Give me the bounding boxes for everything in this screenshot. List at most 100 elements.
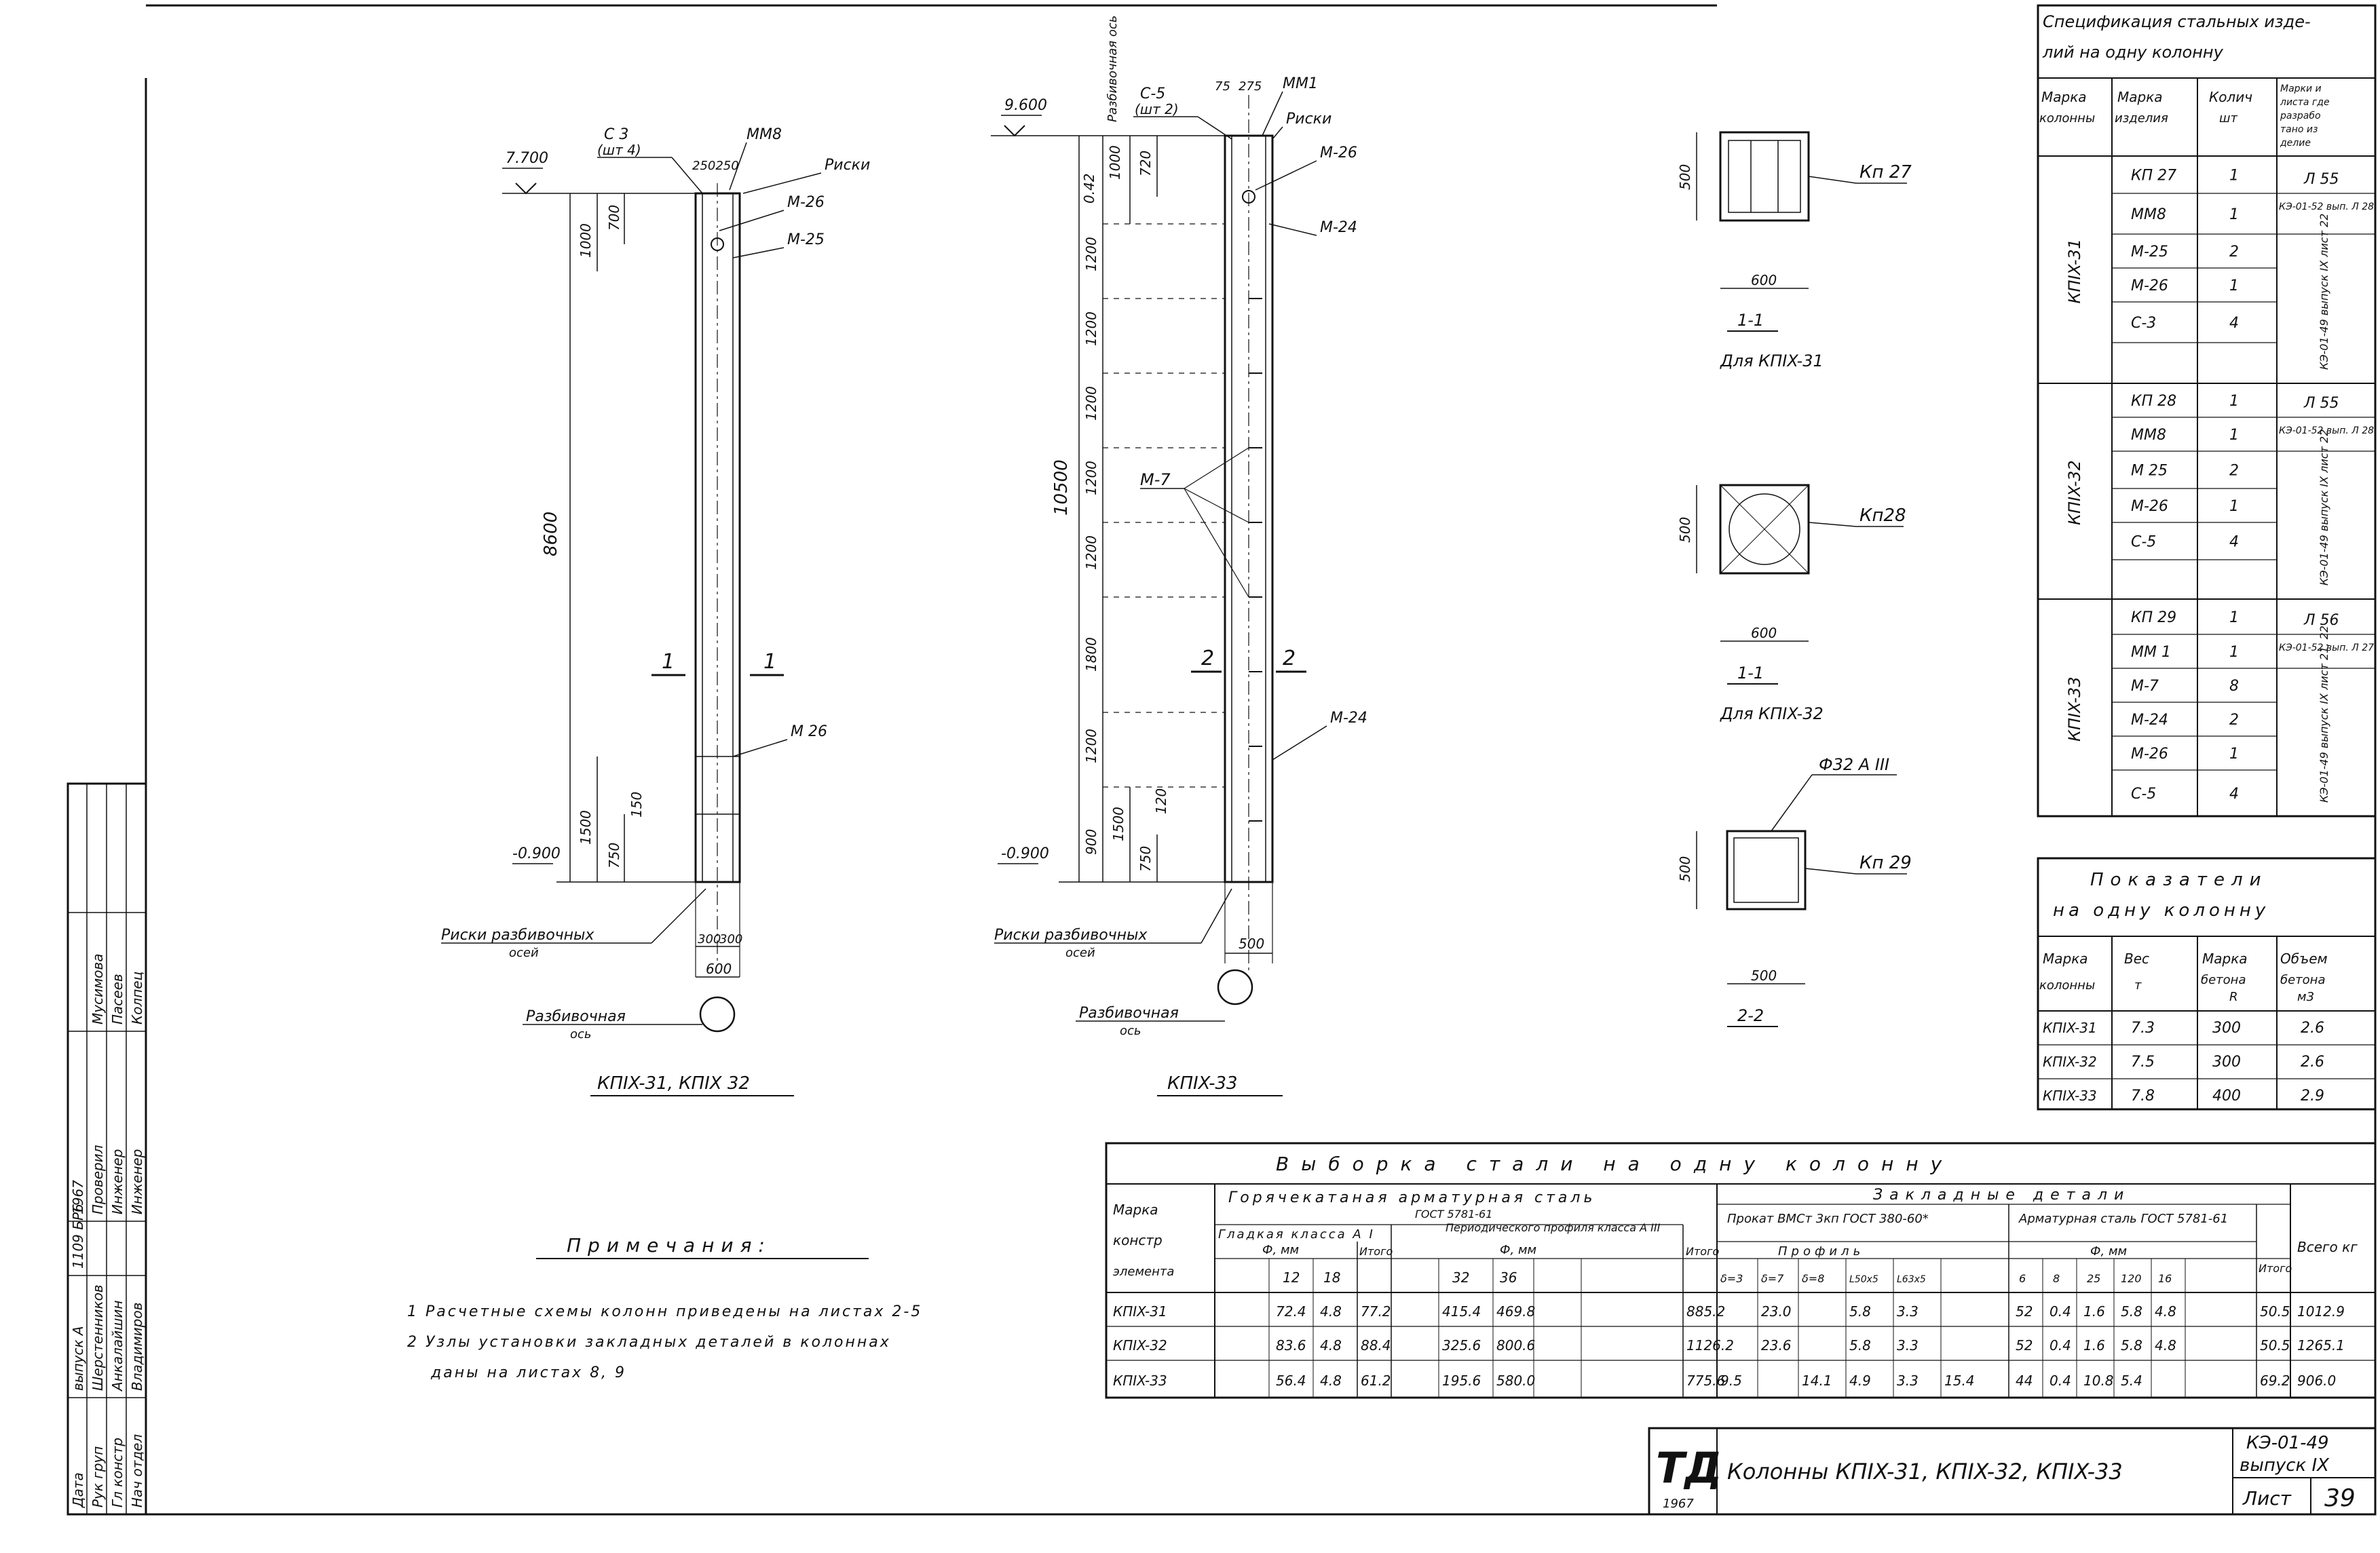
notes-title: Примечания: xyxy=(567,1234,772,1257)
spec-item-qty: 1 xyxy=(2229,644,2239,661)
steel-itogo3: Итого xyxy=(2259,1262,2292,1275)
spec-title2: лий на одну колонну xyxy=(2042,43,2224,62)
stamp-cell: 1109 БР6 xyxy=(70,1204,86,1269)
steel-d3: 36 xyxy=(1500,1269,1517,1286)
steel-cell: 1126.2 xyxy=(1686,1337,1734,1354)
steel-cell: 56.4 xyxy=(1276,1373,1306,1389)
steel-cell: 4.9 xyxy=(1849,1373,1871,1389)
right-dim-v4: 1200 xyxy=(1083,386,1099,421)
left-dim-bottom3: 150 xyxy=(628,792,645,818)
steel-p1: δ=7 xyxy=(1761,1272,1784,1285)
right-caption: КПIX-33 xyxy=(1167,1073,1238,1094)
left-label-mm8: ММ8 xyxy=(747,126,782,143)
stamp-cell: Анкалайшин xyxy=(109,1300,126,1392)
right-label-c5-qty: (шт 2) xyxy=(1135,101,1179,117)
left-dim-top: 1000 xyxy=(578,223,594,258)
steel-cell: 52 xyxy=(2016,1337,2033,1354)
spec-item-qty: 2 xyxy=(2229,463,2239,480)
steel-diam1: Ф, мм xyxy=(1262,1243,1299,1257)
steel-cell: 580.0 xyxy=(1496,1373,1535,1389)
steel-cell: 1.6 xyxy=(2083,1303,2105,1320)
steel-cell: 83.6 xyxy=(1276,1337,1306,1354)
spec-item-qty: 4 xyxy=(2229,534,2239,551)
left-risk-text: Риски разбивочных xyxy=(441,927,594,944)
ind-cell-weight: 7.5 xyxy=(2131,1054,2155,1071)
spec-ref: КЭ-01-52 вып. Л 27 xyxy=(2279,643,2374,653)
spec-item-qty: 1 xyxy=(2229,427,2239,444)
spec-item-mark: С-5 xyxy=(2131,534,2156,551)
right-width: 500 xyxy=(1239,936,1264,952)
spec-item-qty: 1 xyxy=(2229,393,2239,410)
spec-title1: Спецификация стальных изде- xyxy=(2043,12,2311,31)
ind-h3c: м3 xyxy=(2297,990,2314,1004)
spec-item-qty: 4 xyxy=(2229,315,2239,332)
spec-h3: Марки и xyxy=(2280,83,2322,94)
right-dim-v2: 1200 xyxy=(1083,237,1099,271)
steel-cell: 3.3 xyxy=(1897,1337,1919,1354)
spec-h0a: Марка xyxy=(2041,89,2087,105)
right-label-m26: М-26 xyxy=(1320,145,1357,161)
steel-cell: 44 xyxy=(2016,1373,2033,1389)
stamp-cell: Проверил xyxy=(90,1145,106,1214)
section3-extra: Ф32 А III xyxy=(1819,755,1889,774)
ind-h3a: Объем xyxy=(2280,951,2328,967)
spec-h3d: тано из xyxy=(2280,124,2318,135)
steel-cell: 906.0 xyxy=(2297,1373,2336,1389)
right-axis-text: Разбивочная xyxy=(1079,1005,1179,1022)
ind-title1: Показатели xyxy=(2090,870,2268,890)
right-label-275: 275 xyxy=(1239,79,1262,94)
title-year: 1967 xyxy=(1663,1497,1694,1511)
section2-dim-v: 500 xyxy=(1677,517,1693,543)
ind-h3b: бетона xyxy=(2280,973,2325,987)
stamp-cell: Рук груп xyxy=(90,1446,106,1508)
steel-cell: 1012.9 xyxy=(2297,1303,2345,1320)
steel-cell: 3.3 xyxy=(1897,1373,1919,1389)
right-elevation-top: 9.600 xyxy=(1004,97,1047,114)
ind-cell-weight: 7.3 xyxy=(2131,1020,2155,1037)
ind-cell-concrete: 400 xyxy=(2212,1088,2241,1105)
steel-cell: 50.5 xyxy=(2260,1303,2290,1320)
spec-item-mark: ММ 1 xyxy=(2131,644,2171,661)
steel-head-left2: констр xyxy=(1113,1232,1163,1248)
ind-cell-concrete: 300 xyxy=(2212,1020,2241,1037)
spec-item-qty: 8 xyxy=(2229,678,2239,695)
left-label-m26b: М 26 xyxy=(791,723,827,740)
steel-sub4: Арматурная сталь ГОСТ 5781-61 xyxy=(2018,1212,2228,1226)
notes: Примечания: 1 Расчетные схемы колонн при… xyxy=(407,1234,920,1381)
right-dim-v10: 1500 xyxy=(1110,807,1127,841)
spec-h0b: колонны xyxy=(2039,111,2095,126)
steel-cell: 469.8 xyxy=(1496,1303,1535,1320)
section1-dim-v: 500 xyxy=(1677,164,1693,190)
ind-title2: на одну колонну xyxy=(2053,900,2269,921)
spec-ref: Л 55 xyxy=(2303,171,2339,188)
steel-cell: 69.2 xyxy=(2260,1373,2290,1389)
spec-item-qty: 1 xyxy=(2229,609,2239,626)
steel-total: Всего кг xyxy=(2297,1239,2358,1255)
left-dim-width-left: 300 xyxy=(698,932,721,946)
steel-table: Выборка стали на одну колонну Марка конс… xyxy=(1105,1142,2377,1399)
steel-cell: КПIX-31 xyxy=(1113,1303,1167,1320)
steel-cell: 4.8 xyxy=(2155,1337,2176,1354)
right-dim-v3: 1200 xyxy=(1083,311,1099,346)
title-name: Колонны КПIX-31, КПIX-32, КПIX-33 xyxy=(1727,1459,2123,1484)
section1-dim-h: 600 xyxy=(1751,272,1777,288)
steel-d1: 18 xyxy=(1323,1269,1340,1286)
spec-item-qty: 1 xyxy=(2229,498,2239,515)
spec-item-mark: М-26 xyxy=(2131,277,2168,294)
steel-cell: 5.8 xyxy=(1849,1303,1871,1320)
steel-cell: 415.4 xyxy=(1442,1303,1481,1320)
steel-cell: 1.6 xyxy=(2083,1337,2105,1354)
steel-cell: 0.4 xyxy=(2050,1373,2071,1389)
right-axis-text2: ось xyxy=(1120,1024,1141,1038)
spec-h1b: изделия xyxy=(2115,111,2168,126)
steel-d0: 12 xyxy=(1283,1269,1300,1286)
spec-ref: Л 56 xyxy=(2303,612,2339,629)
left-risk-text2: осей xyxy=(509,946,539,960)
section-kp27: 500 600 Кп 27 1-1 Для КПIX-31 xyxy=(1677,131,1912,370)
ind-h0a: Марка xyxy=(2043,951,2088,967)
spec-item-mark: М-26 xyxy=(2131,746,2168,763)
right-vertical-note: Разбивочная ось xyxy=(1106,16,1120,122)
right-section-mark-2: 2 xyxy=(1283,647,1296,670)
steel-sub2: Периодического профиля класса А III xyxy=(1446,1221,1661,1234)
